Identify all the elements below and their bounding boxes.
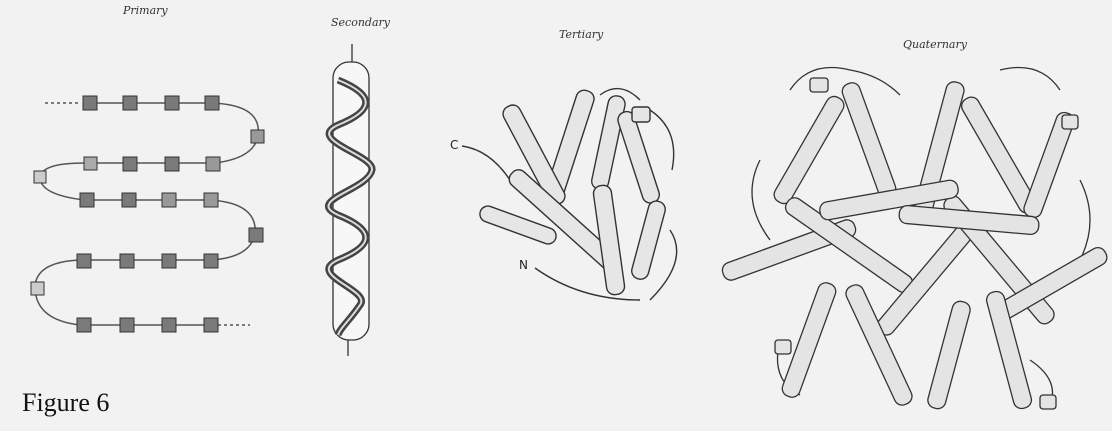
secondary-structure — [328, 44, 372, 356]
quaternary-structure — [720, 68, 1110, 411]
tertiary-structure — [462, 88, 677, 300]
primary-structure — [35, 103, 258, 325]
primary-residues — [31, 96, 264, 332]
